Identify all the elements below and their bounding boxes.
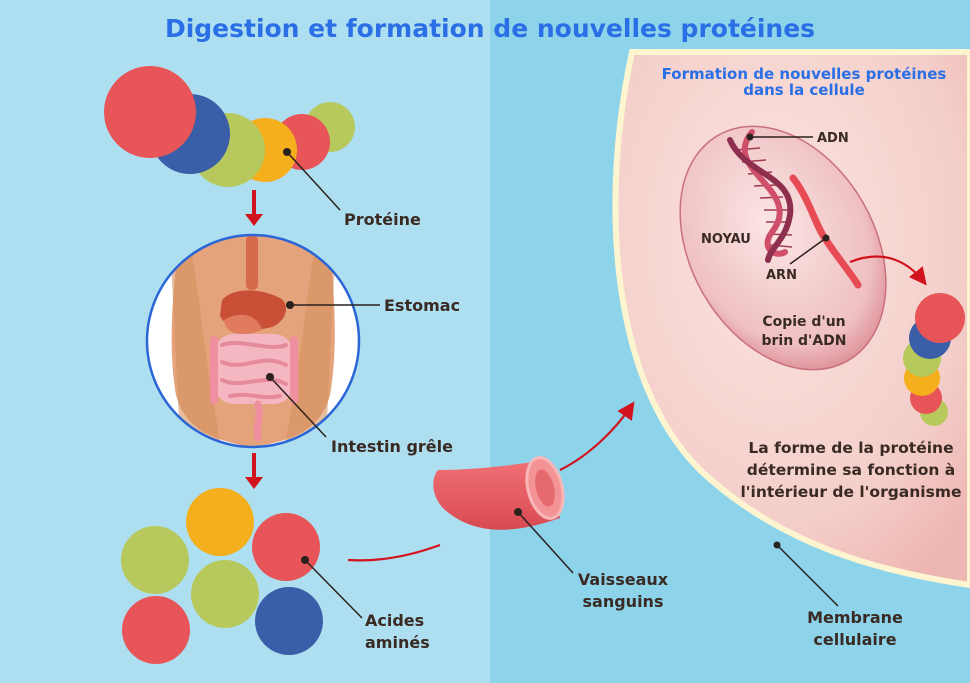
- vaisseaux-dot: [514, 508, 522, 516]
- forme-line1: La forme de la protéine: [748, 439, 953, 457]
- down-arrow-1-head: [245, 214, 263, 226]
- acids-to-vessel-arrow: [347, 543, 441, 562]
- copie-line1: Copie d'un: [762, 314, 845, 330]
- nucleus-shape: [679, 125, 887, 371]
- membrane-leader: [776, 544, 839, 607]
- nucleus: [679, 125, 887, 371]
- forme-line2: détermine sa fonction à: [747, 461, 956, 479]
- intestin-label: Intestin grêle: [331, 437, 453, 456]
- protein-chain: [104, 66, 355, 187]
- adn-label: ADN: [817, 131, 849, 146]
- copie-line2: brin d'ADN: [761, 333, 846, 349]
- estomac-label: Estomac: [384, 296, 460, 315]
- body-illustration: [145, 233, 361, 449]
- proteine-leader: [286, 151, 341, 211]
- dna-strand-b: [727, 137, 794, 263]
- vaisseaux-leader: [517, 511, 574, 574]
- arn-label: ARN: [766, 268, 797, 283]
- proteine-dot: [283, 148, 291, 156]
- acides-line1: Acides: [365, 611, 424, 630]
- page-title: Digestion et formation de nouvelles prot…: [165, 14, 815, 43]
- cell-title-line1: Formation de nouvelles protéines: [662, 65, 947, 83]
- amino-acids: [121, 488, 323, 664]
- estomac-dot: [286, 301, 294, 309]
- noyau-label: NOYAU: [701, 232, 751, 247]
- rna-to-protein-arrow: [849, 255, 927, 286]
- cell-title-line2: dans la cellule: [743, 81, 865, 99]
- arn-leader: [789, 237, 827, 265]
- membrane-line1: Membrane: [807, 608, 903, 627]
- adn-dot: [746, 133, 754, 141]
- vaisseaux-line2: sanguins: [583, 592, 664, 611]
- new-protein-chain: [903, 293, 965, 426]
- intestin-dot: [266, 373, 274, 381]
- proteine-label: Protéine: [344, 210, 421, 229]
- membrane-dot: [773, 541, 781, 549]
- membrane-line2: cellulaire: [813, 630, 896, 649]
- acides-line2: aminés: [365, 633, 430, 652]
- down-arrow-2-head: [245, 477, 263, 489]
- acides-dot: [301, 556, 309, 564]
- acides-leader: [304, 559, 363, 619]
- forme-line3: l'intérieur de l'organisme: [740, 483, 961, 501]
- intestin-leader: [269, 376, 327, 438]
- vessel-to-cell-arrow: [559, 401, 635, 471]
- vaisseaux-line1: Vaisseaux: [578, 570, 669, 589]
- arn-dot: [822, 234, 830, 242]
- blood-vessel: [433, 456, 565, 530]
